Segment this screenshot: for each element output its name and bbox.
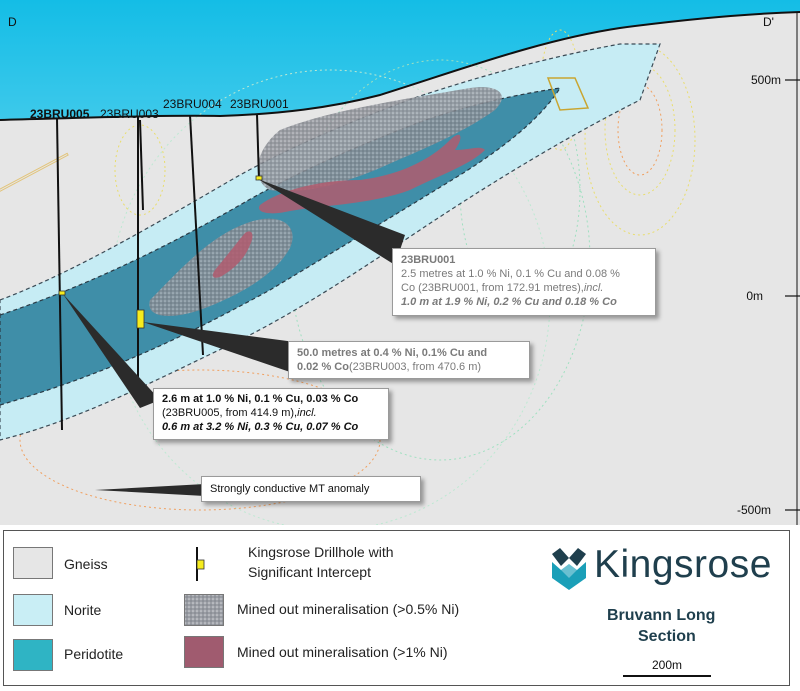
map-title-line2: Section — [638, 628, 696, 645]
drillhole-23BRU001 — [256, 113, 260, 181]
intercept-23BRU003 — [136, 309, 145, 329]
callout-23BRU005-line3: 0.6 m at 3.2 % Ni, 0.3 % Cu, 0.07 % Co — [162, 421, 359, 433]
callout-23BRU005-incl: incl. — [297, 407, 317, 419]
legend-label-norite: Norite — [64, 602, 102, 618]
intercept-23BRU001 — [255, 175, 263, 181]
callout-23BRU001-line1: 2.5 metres at 1.0 % Ni, 0.1 % Cu and 0.0… — [401, 268, 620, 280]
callout-23BRU001: 23BRU001 2.5 metres at 1.0 % Ni, 0.1 % C… — [392, 248, 656, 316]
map-title-line1: Bruvann Long — [607, 607, 716, 624]
mined-out-1-ni-lower — [212, 231, 253, 278]
intercept-23BRU005 — [58, 290, 66, 296]
pointer-mt — [95, 484, 205, 496]
legend-swatch-gneiss — [13, 547, 53, 579]
drillhole-label-23BRU005: 23BRU005 — [30, 107, 90, 121]
drillhole-label-23BRU001: 23BRU001 — [230, 97, 289, 111]
section-end-label: D' — [763, 15, 774, 29]
kingsrose-logo-icon — [552, 548, 586, 590]
callout-23BRU003: 50.0 metres at 0.4 % Ni, 0.1% Cu and 0.0… — [288, 341, 530, 379]
drillhole-23BRU005 — [56, 117, 63, 431]
elevation-label-minus-500m: -500m — [737, 503, 771, 517]
drillholes — [56, 113, 260, 431]
pointer-23BRU005 — [63, 294, 160, 408]
legend-swatch-mined-1 — [184, 636, 224, 668]
callout-23BRU003-line2b: (23BRU003, from 470.6 m) — [348, 361, 482, 373]
callout-23BRU005: 2.6 m at 1.0 % Ni, 0.1 % Cu, 0.03 % Co (… — [153, 388, 389, 440]
callout-23BRU003-line2a: 0.02 % Co — [297, 361, 349, 373]
legend-swatch-mined-05 — [184, 594, 224, 626]
legend-swatch-peridotite — [13, 639, 53, 671]
callout-23BRU001-line2a: Co (23BRU001, from 172.91 metres), — [401, 282, 584, 294]
elevation-label-500m: 500m — [751, 73, 781, 87]
callout-23BRU005-line1: 2.6 m at 1.0 % Ni, 0.1 % Cu, 0.03 % Co — [162, 393, 359, 405]
brand-name: Kingsrose — [594, 543, 772, 586]
legend-label-mined-05: Mined out mineralisation (>0.5% Ni) — [237, 601, 460, 617]
drillhole-label-23BRU004: 23BRU004 — [163, 97, 222, 111]
legend-label-gneiss: Gneiss — [64, 556, 108, 572]
target-outline — [546, 77, 590, 111]
legend-label-drillhole-2: Significant Intercept — [248, 564, 371, 580]
scale-bar-label: 200m — [652, 658, 683, 672]
legend-label-peridotite: Peridotite — [64, 646, 124, 662]
mined-out-1-ni-upper — [259, 134, 485, 214]
pointer-23BRU001 — [258, 179, 405, 265]
section-start-label: D — [8, 15, 17, 29]
elevation-label-0m: 0m — [746, 289, 763, 303]
callout-mt-anomaly: Strongly conductive MT anomaly — [201, 476, 421, 502]
legend-swatch-norite — [13, 594, 53, 626]
drillhole-23BRU004 — [189, 114, 204, 356]
pointer-23BRU003 — [143, 322, 295, 372]
callout-23BRU001-line3: 1.0 m at 1.9 % Ni, 0.2 % Cu and 0.18 % C… — [401, 296, 617, 308]
ghost-feature — [0, 152, 69, 203]
callout-23BRU001-title: 23BRU001 — [401, 254, 456, 266]
topography-line — [0, 11, 800, 121]
legend-drillhole-symbol — [196, 547, 205, 581]
mined-out-05-ni-upper — [257, 87, 502, 192]
drillhole-23BRU003-short — [139, 119, 144, 211]
scale-bar — [623, 675, 711, 677]
callout-mt-anomaly-text: Strongly conductive MT anomaly — [210, 483, 370, 495]
legend-label-mined-1: Mined out mineralisation (>1% Ni) — [237, 644, 448, 660]
legend-label-drillhole-1: Kingsrose Drillhole with — [248, 544, 394, 560]
callout-23BRU003-line1: 50.0 metres at 0.4 % Ni, 0.1% Cu and — [297, 347, 488, 359]
callout-23BRU005-line2a: (23BRU005, from 414.9 m), — [162, 407, 298, 419]
callout-23BRU001-incl: incl. — [583, 282, 604, 294]
drillhole-label-23BRU003: 23BRU003 — [100, 107, 159, 121]
legend-panel: Gneiss Norite Peridotite Kingsrose Drill… — [3, 530, 790, 686]
